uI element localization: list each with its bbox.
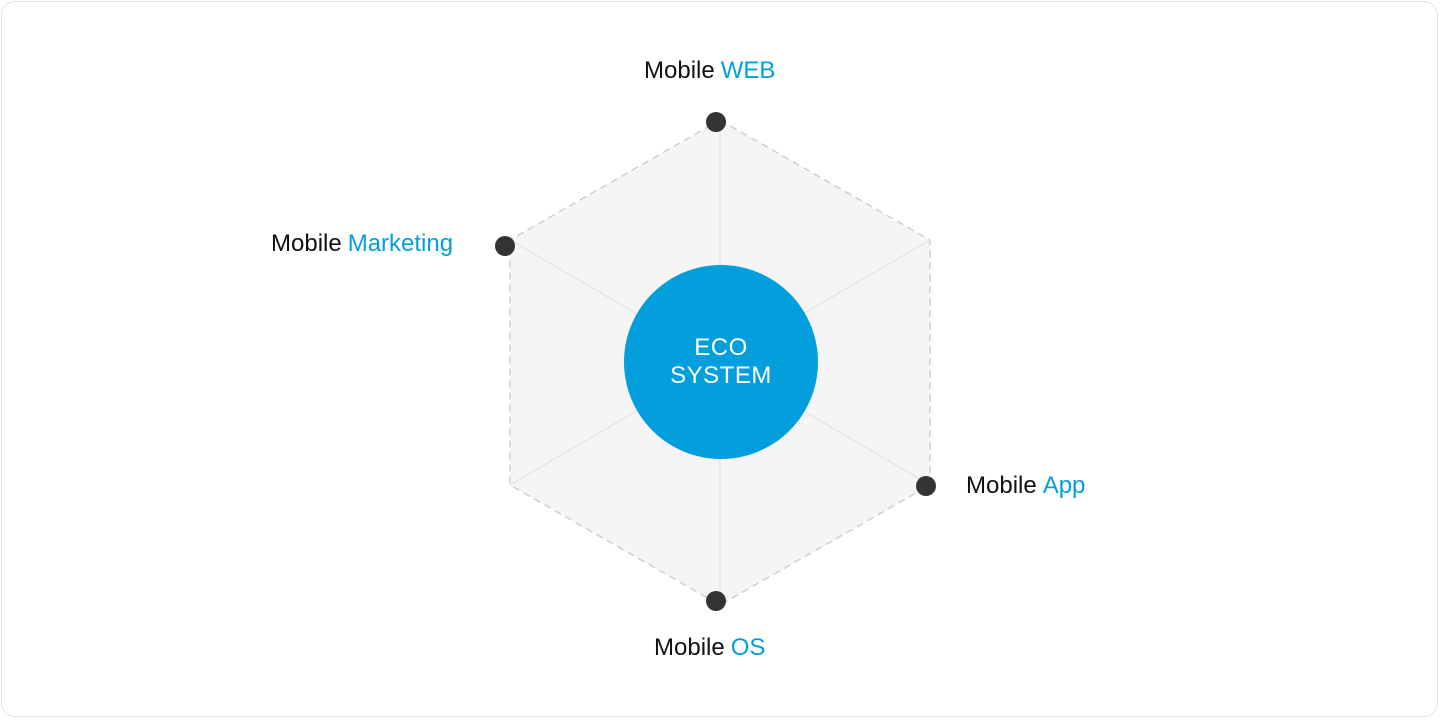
node-dot-app [916, 476, 936, 496]
eco-system-circle: ECO SYSTEM [624, 265, 818, 459]
center-label-line2: SYSTEM [670, 362, 772, 389]
node-label-marketing-highlight: Marketing [347, 230, 454, 257]
node-dot-marketing [495, 236, 515, 256]
node-label-marketing-prefix: Mobile [271, 230, 342, 257]
node-label-app-prefix: Mobile [966, 472, 1037, 499]
node-label-os-prefix: Mobile [654, 634, 725, 661]
node-label-web-prefix: Mobile [644, 57, 715, 84]
center-label-line1: ECO [694, 334, 748, 361]
node-dot-web [706, 112, 726, 132]
node-dot-os [706, 591, 726, 611]
node-label-web-highlight: WEB [720, 57, 776, 84]
node-label-app-highlight: App [1042, 472, 1086, 499]
node-label-os-highlight: OS [730, 634, 766, 661]
